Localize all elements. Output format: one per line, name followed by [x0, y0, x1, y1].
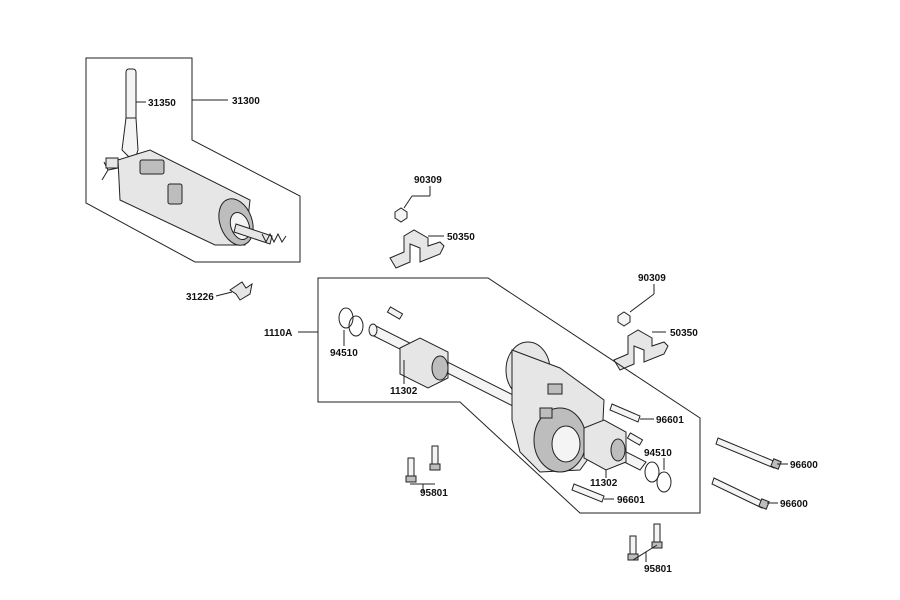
snap-ring-right-part — [644, 461, 672, 493]
shaft-assembly-frame — [317, 277, 701, 514]
callout-90309-upper: 90309 — [414, 175, 442, 186]
callout-96601-lower: 96601 — [617, 495, 645, 506]
callout-11302-right: 11302 — [590, 478, 618, 489]
pin-upper-part — [609, 403, 641, 423]
callout-50350-right: 50350 — [670, 328, 698, 339]
callout-1110a: 1110A — [264, 328, 292, 339]
callout-96600-upper: 96600 — [790, 460, 818, 471]
bolts-left-part — [405, 445, 441, 483]
bushing-left-part — [399, 337, 449, 389]
callout-95801-bottom: 95801 — [644, 564, 672, 575]
starter-clip-part — [229, 281, 253, 301]
key-right-part — [626, 432, 644, 446]
callout-50350-upper: 50350 — [447, 232, 475, 243]
bracket-right-part — [613, 329, 669, 371]
bushing-right-part — [583, 419, 627, 471]
starter-assembly-frame — [85, 57, 301, 263]
callout-90309-right: 90309 — [638, 273, 666, 284]
long-bolt-upper-part — [715, 437, 782, 470]
starter-lever-part — [121, 68, 139, 163]
callout-11302-left: 11302 — [390, 386, 418, 397]
nut-upper-part — [394, 207, 408, 223]
nut-right-part — [617, 311, 631, 327]
transmission-gearbox-part — [505, 341, 605, 473]
leader-lines — [136, 99, 788, 562]
snap-ring-left-part — [338, 307, 364, 337]
bolts-bottom-part — [627, 523, 663, 561]
callout-96601-upper: 96601 — [656, 415, 684, 426]
callout-31226: 31226 — [186, 292, 214, 303]
key-left-part — [386, 306, 404, 320]
callout-96600-lower: 96600 — [780, 499, 808, 510]
bracket-upper-part — [389, 229, 445, 269]
long-bolt-lower-part — [711, 477, 770, 510]
pin-lower-part — [571, 483, 605, 503]
callout-94510-left: 94510 — [330, 348, 358, 359]
starter-motor-part — [101, 149, 287, 246]
callout-31350: 31350 — [148, 98, 176, 109]
callout-94510-right: 94510 — [644, 448, 672, 459]
callout-31300: 31300 — [232, 96, 260, 107]
callout-95801-left: 95801 — [420, 488, 448, 499]
